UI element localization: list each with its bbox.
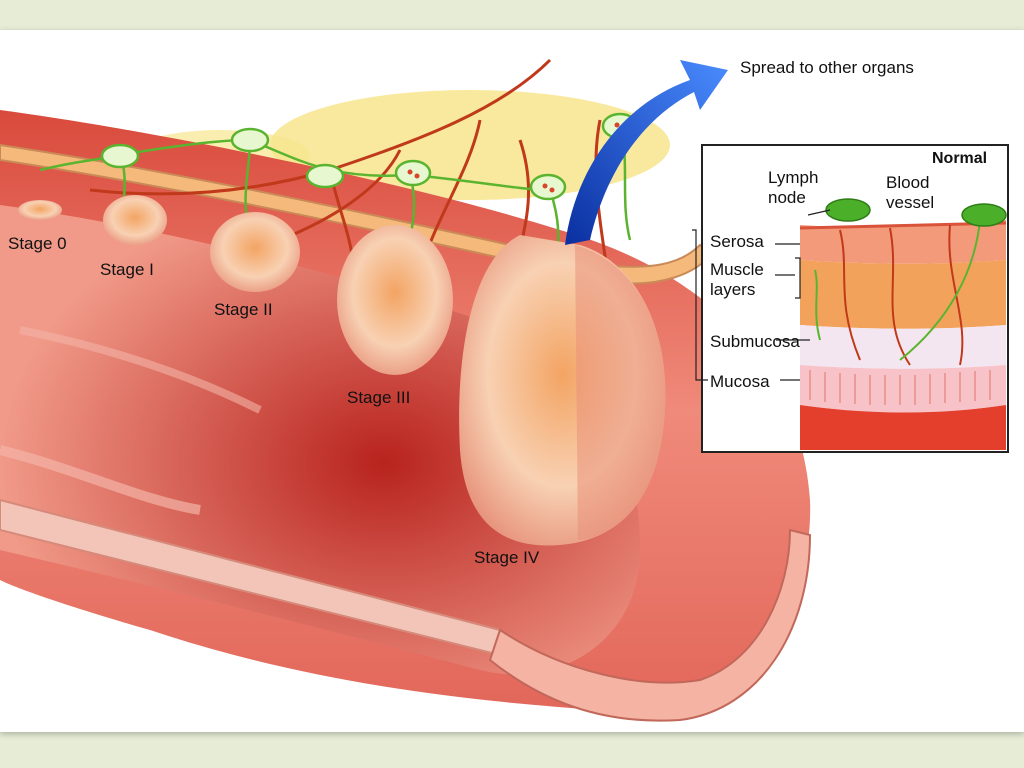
tumor-stage-1 [103, 195, 167, 245]
stage-1-label: Stage I [100, 260, 154, 279]
inset-title: Normal [932, 150, 988, 167]
muscle-layers-label: Muscle layers [710, 260, 764, 299]
submucosa-label: Submucosa [710, 332, 800, 351]
normal-inset [692, 144, 1009, 453]
tumor-stage-0 [18, 200, 62, 220]
spread-label: Spread to other organs [740, 58, 914, 77]
stage-0-label: Stage 0 [8, 234, 67, 253]
spread-arrow-icon [565, 60, 728, 245]
stage-2-label: Stage II [214, 300, 273, 319]
mucosa-label: Mucosa [710, 372, 770, 391]
stage-4-label: Stage IV [474, 548, 540, 567]
slide: Spread to other organs Stage 0 Stage I S… [0, 30, 1024, 732]
lymph-node-label: Lymph node [768, 168, 819, 207]
colon-illustration [0, 58, 1009, 722]
tumor-stage-2 [210, 212, 300, 292]
tumor-stage-3 [337, 225, 453, 375]
tumors [18, 195, 666, 546]
stage-3-label: Stage III [347, 388, 411, 407]
fat-tissue [270, 90, 670, 200]
blood-vessel-label: Blood vessel [886, 173, 935, 212]
serosa-label: Serosa [710, 232, 764, 251]
